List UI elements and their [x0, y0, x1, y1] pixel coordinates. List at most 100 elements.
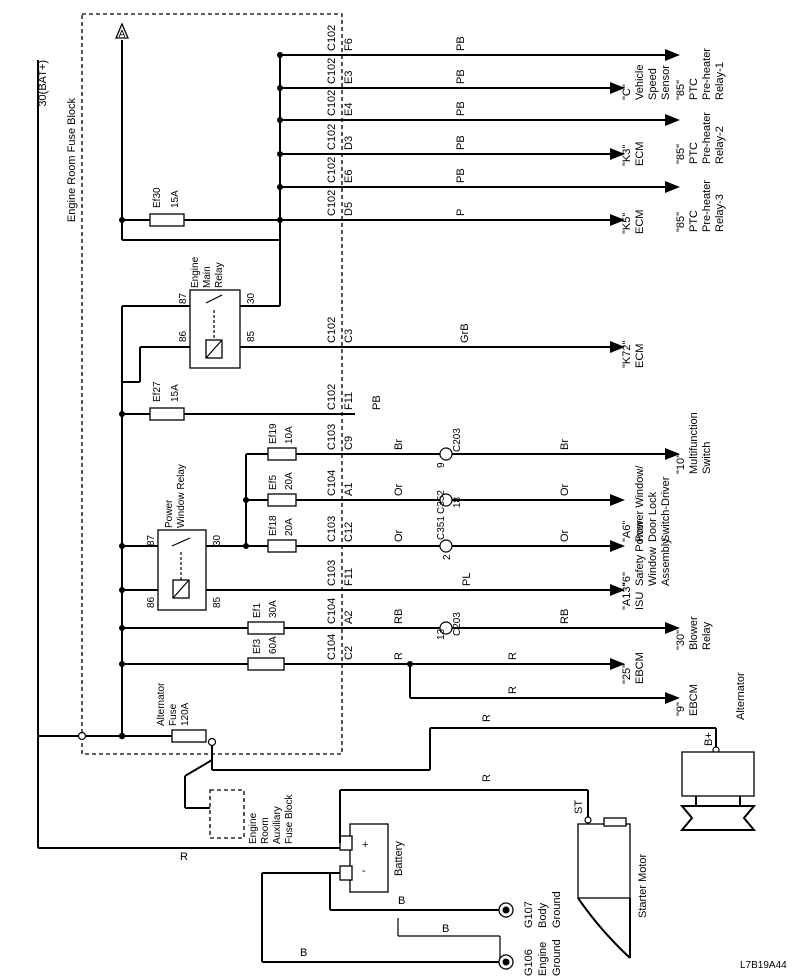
bat-wire-label: R	[180, 851, 188, 863]
conn-e6: C102	[326, 157, 338, 183]
pin-c12: C12	[343, 522, 355, 542]
svg-text:Blower: Blower	[688, 616, 700, 650]
dest-d3-0: "K3"	[621, 145, 633, 166]
fuse-ef30-rating: 15A	[170, 190, 181, 208]
inline-c12-pin: 2	[442, 554, 453, 560]
starter-motor: Starter Motor	[577, 817, 649, 959]
wire-e4: PB	[455, 101, 467, 116]
emr-pin-30: 30	[246, 292, 257, 304]
svg-text:Switch-Driver: Switch-Driver	[660, 476, 672, 542]
aux-block-label: Engine Room Auxiliary Fuse Block	[248, 794, 295, 844]
st-wire-label: R	[481, 774, 493, 782]
svg-text:"K72": "K72"	[621, 341, 633, 368]
svg-text:EBCM: EBCM	[634, 652, 646, 684]
emr-pin-85: 85	[246, 330, 257, 342]
wire-pl: PL	[461, 573, 473, 586]
wire-c9: Br	[393, 439, 405, 450]
svg-text:"30": "30"	[675, 630, 687, 650]
wire-d3: PB	[455, 135, 467, 150]
pin-d3: D3	[343, 136, 355, 150]
dest-blower: "30" Blower Relay	[675, 616, 713, 650]
pwr-label-1: Window Relay	[176, 464, 187, 528]
fuse-ef3-rating: 60A	[268, 636, 279, 654]
wire-f11a: PB	[371, 395, 383, 410]
g106-desc-0: Engine	[537, 942, 549, 976]
wire2-a1: Or	[559, 483, 571, 496]
pwr-label-0: Power	[164, 499, 175, 528]
conn-d5: C102	[326, 190, 338, 216]
a-marker: A	[119, 29, 126, 40]
g107-desc-1: Ground	[551, 891, 563, 928]
fuse-ef30-name: Ef30	[152, 187, 163, 208]
wire-c2: R	[393, 652, 405, 660]
dest-d5-1: ECM	[634, 210, 646, 234]
inline-a2-pin: 13	[436, 628, 447, 640]
dest-e4-3: Relay-2	[714, 126, 726, 164]
fuse-ef5-rating: 20A	[284, 472, 295, 490]
conn-f11a: C102	[326, 384, 338, 410]
alternator	[679, 751, 757, 831]
pin-f6: F6	[343, 38, 355, 51]
pin-a1: A1	[343, 483, 355, 496]
dest-e6-3: Relay-3	[714, 194, 726, 232]
svg-text:"25": "25"	[621, 664, 633, 684]
svg-text:+: +	[362, 839, 368, 851]
inline-c9-pin: 9	[436, 462, 447, 468]
dest-isu: "A13" ISU	[621, 583, 646, 610]
wire-d5: P	[455, 209, 467, 216]
dest-e3-2: Speed	[647, 68, 659, 100]
dest-d5-0: "K5"	[621, 213, 633, 234]
emr-label-1: Main	[202, 266, 213, 288]
fuse-ef1-rating: 30A	[268, 600, 279, 618]
fuse-ef27-rating: 15A	[170, 384, 181, 402]
fuse-ef5-name: Ef5	[268, 475, 279, 490]
svg-text:"A13": "A13"	[621, 583, 633, 610]
g107-desc-0: Body	[537, 902, 549, 928]
fuse-ef19-rating: 10A	[284, 426, 295, 444]
alt-wire-label: R	[481, 714, 493, 722]
upper-destinations: "85" PTC Pre-heater Relay-1 "C" Vehicle …	[621, 48, 726, 234]
dest-k72: "K72" ECM	[621, 341, 646, 368]
dest-multifunction: "10" Multifunction Switch	[675, 412, 713, 474]
pin-e6: E6	[343, 170, 355, 183]
ground-g107: G107 Body Ground	[498, 891, 563, 928]
svg-text:ECM: ECM	[634, 344, 646, 368]
power-window-relay: Power Window Relay 87 30 86 85	[146, 464, 223, 611]
conn-pl: C103	[326, 560, 338, 586]
dest-f6-0: "85"	[675, 80, 687, 100]
g106-name: G106	[523, 949, 535, 976]
alternator-fuse	[171, 729, 207, 743]
fuse-ef19	[267, 447, 297, 461]
dest-e6-1: PTC	[688, 210, 700, 232]
wire2-c12: Or	[559, 529, 571, 542]
pin-e3: E3	[343, 71, 355, 84]
bat-plus-feed: 30(BAT+) R	[37, 60, 340, 863]
svg-text:"9": "9"	[675, 702, 687, 716]
svg-text:Room: Room	[260, 817, 271, 844]
pwr-pin-30: 30	[212, 534, 223, 546]
wire2-c9: Br	[559, 439, 571, 450]
fuse-ef3	[247, 657, 285, 671]
fuse-ef27-name: Ef27	[152, 381, 163, 402]
svg-text:EBCM: EBCM	[688, 684, 700, 716]
dest-safety-window: "6" Safety Power Window Assembly	[621, 520, 672, 586]
conn-d3: C102	[326, 124, 338, 150]
dest-f6-3: Relay-1	[714, 62, 726, 100]
svg-text:Fuse Block: Fuse Block	[284, 794, 295, 844]
conn-e4: C102	[326, 90, 338, 116]
dest-ebcm-25: "25" EBCM	[621, 652, 646, 684]
g106-desc-1: Ground	[551, 939, 563, 976]
pin-e4: E4	[343, 103, 355, 116]
bplus-label: B+	[703, 732, 715, 746]
pin-f11a: F11	[343, 392, 355, 410]
fuse-ef1-name: Ef1	[252, 603, 263, 618]
dest-power-window-switch: "A6" Power Window/ Door Lock Switch-Driv…	[621, 465, 672, 542]
conn-a2: C104	[326, 598, 338, 624]
gnd-wire-1: B	[398, 895, 405, 907]
pwr-pin-85: 85	[212, 596, 223, 608]
svg-text:120A: 120A	[180, 702, 191, 726]
dest-e3-0: "C"	[621, 84, 633, 100]
fuse-ef18-name: Ef18	[268, 515, 279, 536]
svg-text:Alternator: Alternator	[156, 682, 167, 726]
aux-fuse-block	[209, 789, 245, 839]
